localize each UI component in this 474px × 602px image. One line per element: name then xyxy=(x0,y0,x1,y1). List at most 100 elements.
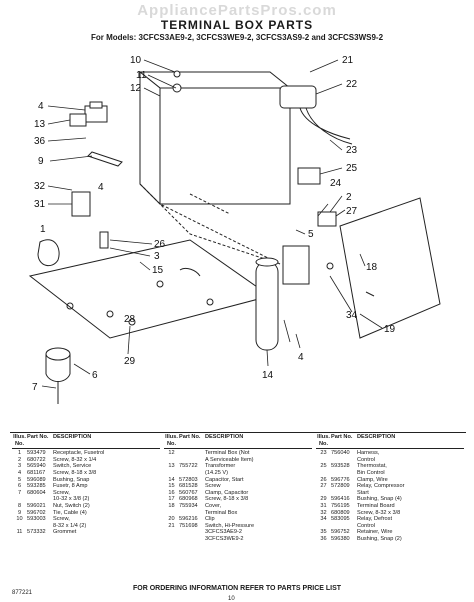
page-title: TERMINAL BOX PARTS xyxy=(160,18,314,32)
parts-cell-desc: Relay, Compressor Start xyxy=(357,483,405,496)
parts-cell-pn: 755722 xyxy=(179,463,198,470)
exploded-parts-diagram: 10 11 12 4 13 36 9 32 4 31 1 6 7 29 28 2… xyxy=(28,55,441,404)
callout-label: 28 xyxy=(124,314,136,325)
parts-cell-pn: 681167 xyxy=(27,469,46,476)
callout-label: 23 xyxy=(346,145,358,156)
parts-cell-no: 21 xyxy=(168,522,175,529)
parts-cell-desc: Screw, 8-18 x 3/8 xyxy=(205,496,249,503)
parts-cell-pn: 560767 xyxy=(179,489,198,496)
callout-label: 21 xyxy=(342,55,354,66)
parts-row: 11 573332 Grommet xyxy=(12,529,160,536)
callout-label: 11 xyxy=(136,70,147,81)
callout-label: 29 xyxy=(124,356,136,367)
parts-cell-pn: 680968 xyxy=(179,496,198,503)
parts-cell-desc: Screw xyxy=(205,483,221,490)
parts-cell-desc: Bushing, Snap xyxy=(53,476,90,483)
cover-plate-drawing xyxy=(339,197,441,339)
ordering-note: FOR ORDERING INFORMATION REFER TO PARTS … xyxy=(132,585,342,592)
parts-row: 1 593479 Receptacle, Fusetrol xyxy=(12,450,160,457)
parts-cell-pn: 596416 xyxy=(331,496,350,503)
parts-cell-pn: 751698 xyxy=(179,522,198,529)
parts-cell-desc: Tie, Cable (4) xyxy=(53,509,87,516)
parts-cell-no: 1 xyxy=(17,450,22,457)
parts-cell-desc: Cover, Terminal Box xyxy=(205,502,238,516)
parts-cell-pn: 681528 xyxy=(179,483,198,490)
parts-cell-pn: 680604 xyxy=(27,489,46,496)
component-drawings xyxy=(37,70,375,404)
parts-row: 29 596416 Bushing, Snap (4) xyxy=(316,496,464,503)
models-line: For Models: 3CFCS3AE9-2, 3CFCS3WE9-2, 3C… xyxy=(90,33,384,42)
callout-label: 13 xyxy=(34,119,46,130)
parts-cell-no: 8 xyxy=(17,502,22,509)
callout-label: 4 xyxy=(98,182,104,193)
parts-cell-pn: 583095 xyxy=(331,516,350,523)
parts-cell-desc: Screw, 10-32 x 3/8 (2) xyxy=(53,489,90,503)
parts-cell-pn: 596021 xyxy=(27,502,46,509)
callout-label: 3 xyxy=(154,251,160,262)
parts-cell-no: 11 xyxy=(16,529,23,536)
callout-label: 25 xyxy=(346,163,358,174)
parts-cell-no: 6 xyxy=(17,483,22,490)
parts-cell-no: 5 xyxy=(17,476,22,483)
callout-label: 31 xyxy=(34,199,46,210)
parts-cell-pn xyxy=(179,450,205,463)
callout-label: 9 xyxy=(38,156,44,167)
parts-cell-desc: Receptacle, Fusetrol xyxy=(53,450,105,457)
parts-cell-no: 2 xyxy=(17,456,22,463)
parts-cell-desc: Clamp, Wire xyxy=(357,476,388,483)
parts-header: Illus. No. Part No. DESCRIPTION xyxy=(12,434,160,450)
callout-label: 36 xyxy=(34,136,46,147)
parts-cell-desc: Switch, Service xyxy=(53,463,92,470)
parts-cell-desc: Fusetr, 8 Amp xyxy=(53,483,88,490)
parts-cell-desc: Retainer, Wire xyxy=(357,529,393,536)
parts-cell-pn: 572803 xyxy=(179,476,198,483)
parts-cell-no: 14 xyxy=(168,476,175,483)
parts-cell-no: 15 xyxy=(168,483,175,490)
parts-cell-no: 32 xyxy=(320,509,327,516)
parts-cell-no: 23 xyxy=(320,450,327,457)
parts-cell-desc: Grommet xyxy=(53,529,77,536)
callout-label: 24 xyxy=(330,178,342,189)
callout-label: 12 xyxy=(130,83,142,94)
parts-cell-no: 18 xyxy=(168,502,175,509)
callout-label: 1 xyxy=(40,224,46,235)
parts-cell-desc: Clamp, Capacitor xyxy=(205,489,249,496)
parts-column-1: Illus. No. Part No. DESCRIPTION 1 593479 R… xyxy=(12,434,160,536)
parts-cell-no: 12 xyxy=(168,450,175,457)
parts-cell-desc: Relay, Defrost Control xyxy=(357,516,393,529)
parts-cell-pn: 593003 xyxy=(27,516,46,523)
callout-label: 26 xyxy=(154,239,166,250)
parts-cell-pn: 593479 xyxy=(27,450,46,457)
parts-cell-no: 36 xyxy=(320,535,327,542)
parts-cell-desc: Screw, 8-18 x 3/8 xyxy=(53,469,97,476)
document-code: 877221 xyxy=(12,590,33,596)
callouts: 10 11 12 4 13 36 9 32 4 31 1 6 7 29 28 2… xyxy=(32,55,396,393)
callout-label: 7 xyxy=(32,382,38,393)
callout-label: 5 xyxy=(308,229,314,240)
parts-cell-desc: Harness, Control xyxy=(357,450,380,463)
parts-cell-pn: 573332 xyxy=(27,529,46,536)
parts-cell-desc: Bushing, Snap (4) xyxy=(357,496,402,503)
parts-cell-desc: Clip xyxy=(205,516,215,523)
leader-lines xyxy=(41,59,383,389)
parts-header: Illus. No. Part No. DESCRIPTION xyxy=(164,434,312,450)
parts-row: 15 681528 Screw xyxy=(164,483,312,490)
parts-cell-no: 29 xyxy=(320,496,327,503)
page-number: 10 xyxy=(228,596,235,602)
callout-label: 18 xyxy=(366,262,378,273)
